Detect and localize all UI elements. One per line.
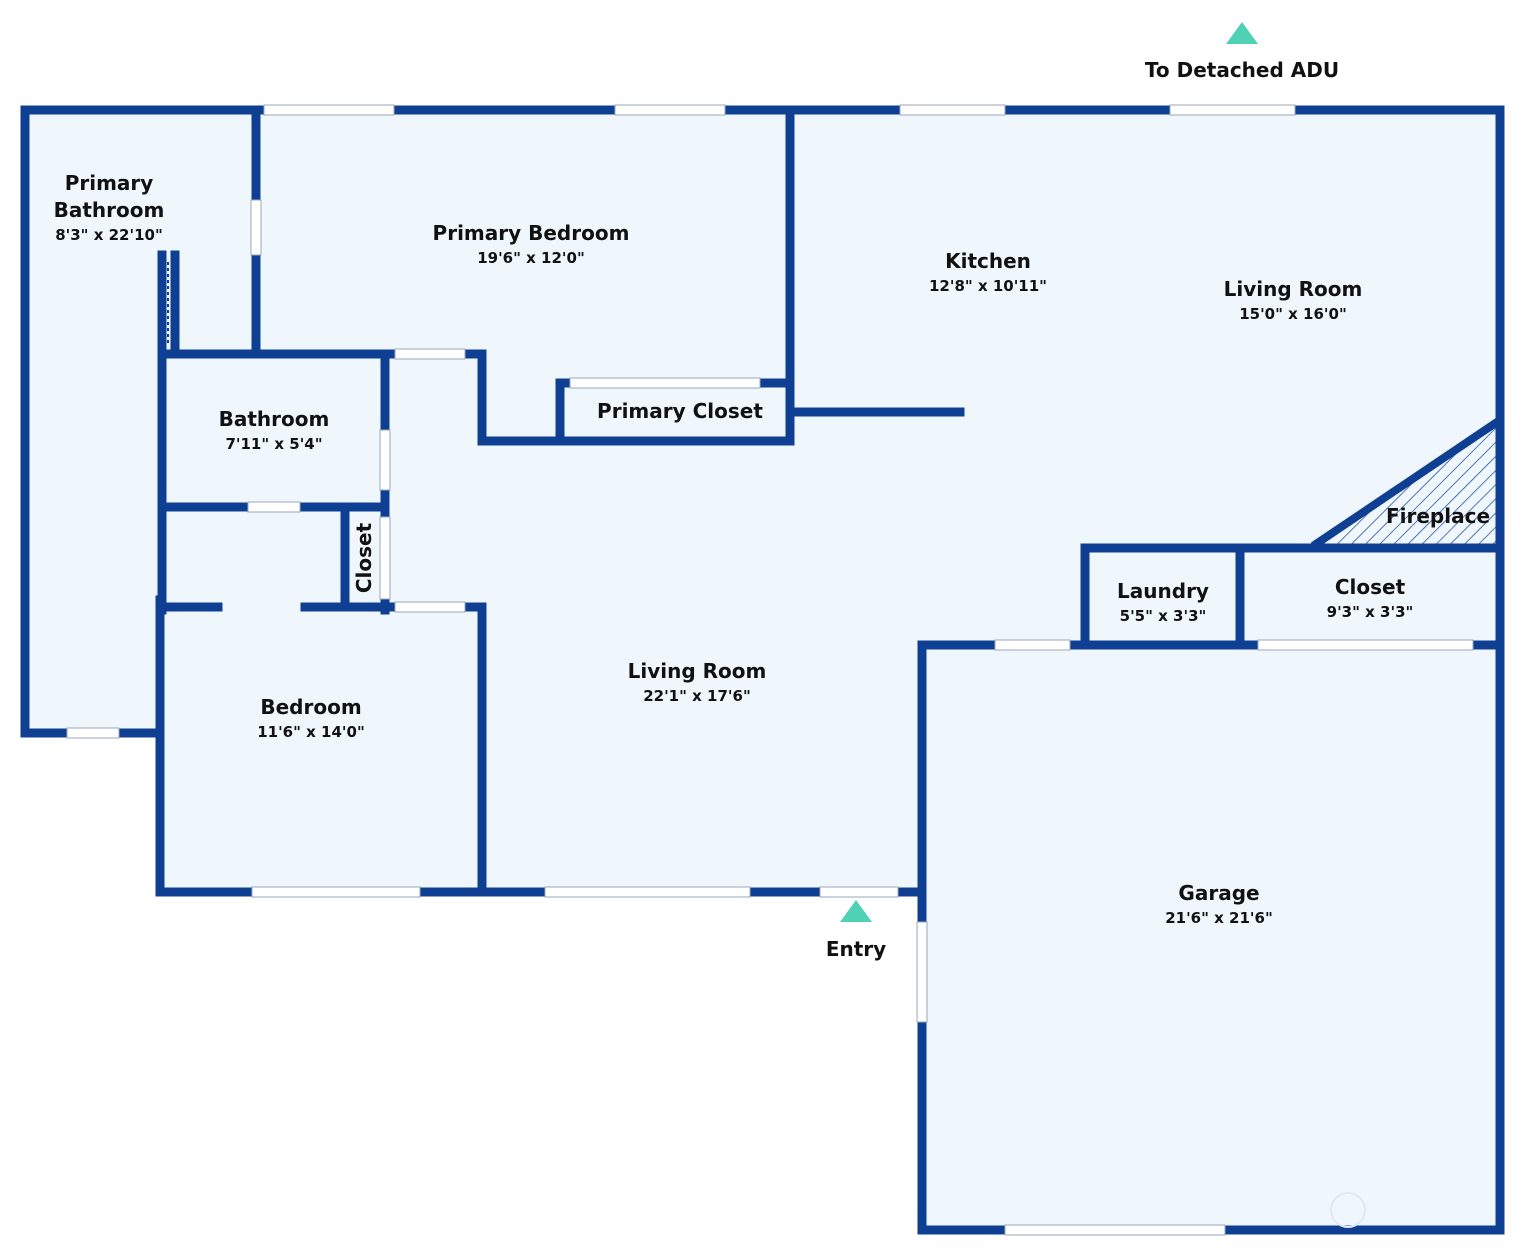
- door-opening: [247, 501, 301, 513]
- entry-marker-label: Entry: [826, 937, 886, 961]
- bathroom-dims: 7'11" x 5'4": [225, 435, 322, 453]
- hall-closet-name: Closet: [352, 522, 376, 593]
- adu-marker-icon: [1226, 22, 1258, 44]
- window: [916, 921, 928, 1023]
- door-opening: [1257, 639, 1474, 651]
- door-opening: [1169, 104, 1296, 116]
- garage-name: Garage: [1178, 881, 1259, 905]
- door-opening: [250, 199, 262, 256]
- window: [614, 104, 726, 116]
- garage-closet-dims: 9'3" x 3'3": [1327, 603, 1414, 621]
- room-labels: Primary Bathroom 8'3" x 22'10" Primary B…: [54, 171, 1490, 927]
- living-room-upper-name: Living Room: [1224, 277, 1363, 301]
- bedroom-name: Bedroom: [260, 695, 361, 719]
- fireplace-name: Fireplace: [1386, 504, 1490, 528]
- door-opening: [994, 639, 1071, 651]
- window: [899, 104, 1006, 116]
- bathroom-name: Bathroom: [219, 407, 330, 431]
- primary-bedroom-dims: 19'6" x 12'0": [477, 249, 585, 267]
- living-room-main-dims: 22'1" x 17'6": [643, 687, 751, 705]
- entry-marker-icon: [840, 900, 872, 922]
- window: [544, 886, 751, 898]
- door-opening: [569, 377, 761, 389]
- primary-closet-name: Primary Closet: [597, 399, 763, 423]
- window: [263, 104, 395, 116]
- door-opening: [379, 429, 391, 491]
- garage-dims: 21'6" x 21'6": [1165, 909, 1273, 927]
- bedroom-dims: 11'6" x 14'0": [257, 723, 365, 741]
- laundry-dims: 5'5" x 3'3": [1120, 607, 1207, 625]
- primary-bathroom-dims: 8'3" x 22'10": [55, 226, 163, 244]
- door-opening: [394, 601, 466, 613]
- floor-fills: [25, 110, 1500, 1230]
- kitchen-name: Kitchen: [945, 249, 1031, 273]
- door-opening: [394, 348, 466, 360]
- kitchen-dims: 12'8" x 10'11": [929, 277, 1047, 295]
- laundry-name: Laundry: [1117, 579, 1209, 603]
- primary-bathroom-name: Bathroom: [54, 198, 165, 222]
- fireplace-edge: [1310, 416, 1503, 550]
- adu-marker-label: To Detached ADU: [1145, 58, 1339, 82]
- window: [251, 886, 421, 898]
- garage-floor: [922, 645, 1500, 1230]
- openings: [66, 104, 1474, 1236]
- garage-door: [1004, 1224, 1226, 1236]
- primary-bedroom-name: Primary Bedroom: [433, 221, 630, 245]
- primary-bathroom-name: Primary: [65, 171, 154, 195]
- door-opening: [379, 516, 391, 600]
- garage-closet-name: Closet: [1335, 575, 1406, 599]
- living-room-upper-dims: 15'0" x 16'0": [1239, 305, 1347, 323]
- living-room-main-name: Living Room: [628, 659, 767, 683]
- house-floor: [25, 110, 1500, 892]
- window: [66, 727, 120, 739]
- watermark-logo: [1330, 1192, 1366, 1228]
- entry-door: [819, 886, 899, 898]
